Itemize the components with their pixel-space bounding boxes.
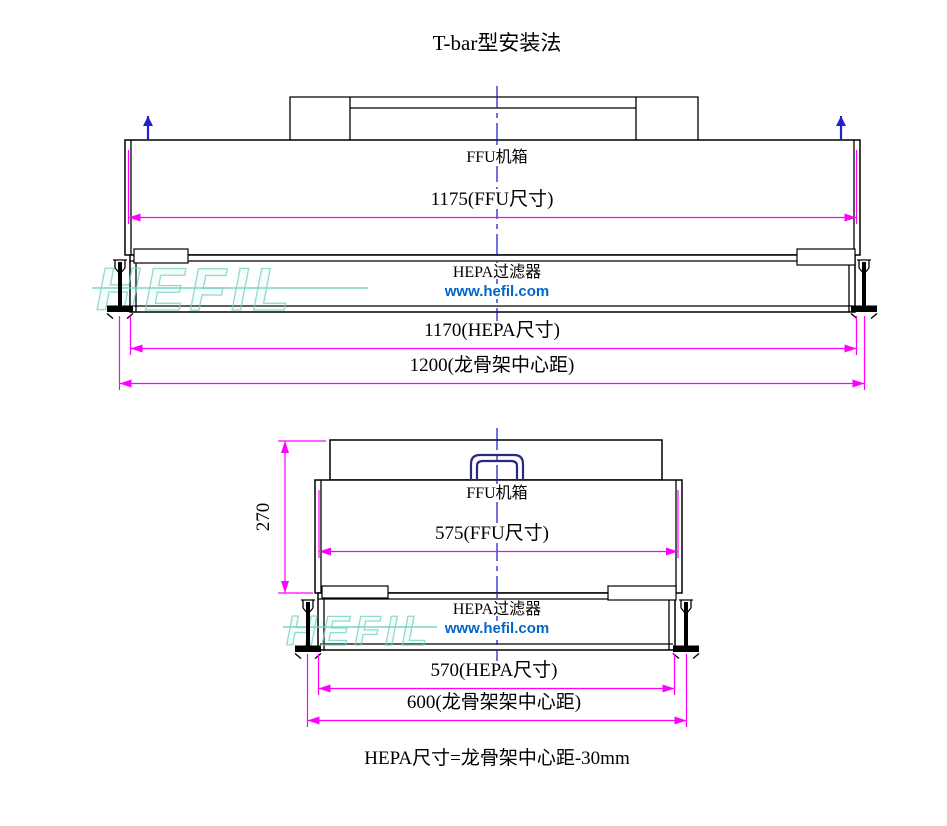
dim-hepa-width-label: 1170(HEPA尺寸) <box>424 319 560 341</box>
dim-hepa-width: 570(HEPA尺寸) <box>317 654 676 695</box>
dim-grid-spacing: 1200(龙骨架中心距) <box>118 316 866 390</box>
dim-hepa-width-label: 570(HEPA尺寸) <box>430 659 557 681</box>
page-title: T-bar型安装法 <box>433 31 562 55</box>
ffu-cabinet-label: FFU机箱 <box>466 484 527 502</box>
dim-unit-height: 270 <box>253 440 326 594</box>
top-diagram: HEFIL 1175(FFU尺寸) 1170(HEPA尺寸) <box>92 86 878 390</box>
hepa-flange-left <box>133 248 189 264</box>
dim-ffu-width-label: 575(FFU尺寸) <box>435 522 549 544</box>
dim-grid-spacing-label: 1200(龙骨架中心距) <box>410 354 575 376</box>
dim-ffu-width: 575(FFU尺寸) <box>318 490 679 558</box>
hepa-filter-label: HEPA过滤器 <box>453 263 541 281</box>
hepa-flange-right <box>796 248 856 266</box>
dim-ffu-width: 1175(FFU尺寸) <box>127 150 858 224</box>
ffu-body-walls <box>320 480 677 593</box>
dim-grid-spacing-label: 600(龙骨架架中心距) <box>407 691 581 713</box>
website-label: www.hefil.com <box>444 283 549 300</box>
dim-grid-spacing: 600(龙骨架架中心距) <box>306 654 688 727</box>
dim-ffu-width-label: 1175(FFU尺寸) <box>431 188 554 210</box>
watermark-logo: HEFIL <box>96 256 294 323</box>
dim-hepa-width: 1170(HEPA尺寸) <box>129 316 858 355</box>
hepa-flange-right <box>607 585 677 601</box>
hepa-flange-left <box>321 585 389 599</box>
hepa-frame-lines <box>130 255 855 312</box>
top-deck-inner-lines <box>349 97 637 140</box>
hepa-filter-label: HEPA过滤器 <box>453 600 541 618</box>
ffu-body-walls <box>130 140 855 255</box>
tbar-right <box>672 599 700 660</box>
website-label: www.hefil.com <box>444 620 549 637</box>
handle-inner <box>475 459 519 480</box>
bottom-diagram: HEFIL 575(FFU尺寸) 570(HEPA尺寸) <box>253 428 700 727</box>
footer-note: HEPA尺寸=龙骨架中心距-30mm <box>364 747 630 769</box>
dim-unit-height-label: 270 <box>253 503 274 532</box>
ffu-cabinet-label: FFU机箱 <box>466 148 527 166</box>
top-deck <box>289 96 699 140</box>
